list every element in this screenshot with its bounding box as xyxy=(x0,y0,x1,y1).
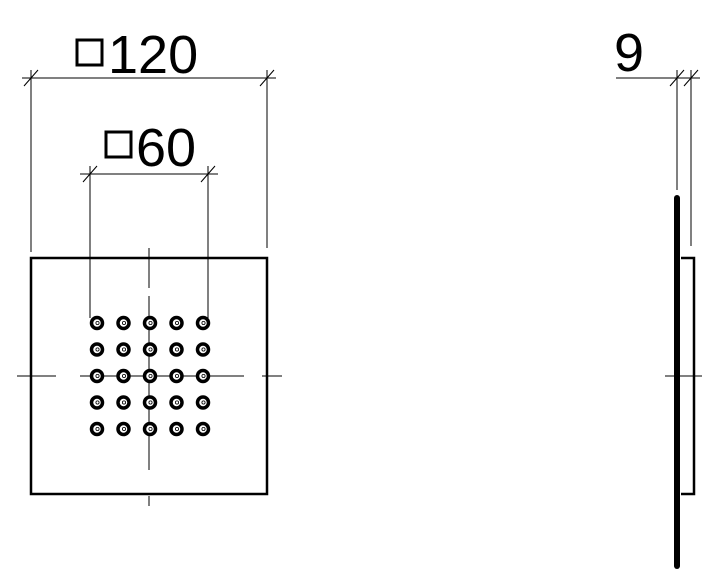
side-view: 9 xyxy=(614,23,702,569)
nozzle-center xyxy=(201,426,206,431)
nozzle-center xyxy=(174,400,179,405)
nozzle-center xyxy=(122,347,127,352)
thickness-dimension-label: 9 xyxy=(614,23,644,83)
inner-dimension-label: 60 xyxy=(136,118,196,178)
nozzle-center xyxy=(95,373,100,378)
nozzle-center xyxy=(201,400,206,405)
nozzle-center xyxy=(95,320,100,325)
outer-dimension: 120 xyxy=(22,25,276,252)
nozzle-grid xyxy=(89,315,211,437)
nozzle-center xyxy=(174,373,179,378)
nozzle-center xyxy=(95,347,100,352)
nozzle-center xyxy=(174,426,179,431)
front-view: 120 60 xyxy=(17,25,282,506)
outer-dimension-label: 120 xyxy=(108,25,198,85)
nozzle-center xyxy=(201,347,206,352)
nozzle-center xyxy=(201,373,206,378)
nozzle-center xyxy=(148,320,153,325)
nozzle-center xyxy=(174,347,179,352)
square-symbol-icon xyxy=(75,38,104,67)
nozzle-center xyxy=(122,400,127,405)
nozzle-center xyxy=(95,400,100,405)
nozzle-center xyxy=(122,373,127,378)
nozzle-center xyxy=(122,426,127,431)
inner-dimension: 60 xyxy=(80,118,218,318)
nozzle-center xyxy=(148,347,153,352)
nozzle-center xyxy=(174,320,179,325)
nozzle-center xyxy=(95,426,100,431)
thickness-dimension: 9 xyxy=(614,23,700,246)
nozzle-center xyxy=(148,373,153,378)
nozzle-center xyxy=(148,400,153,405)
nozzle-center xyxy=(148,426,153,431)
square-symbol-icon xyxy=(104,130,133,159)
nozzle-center xyxy=(122,320,127,325)
nozzle-center xyxy=(201,320,206,325)
